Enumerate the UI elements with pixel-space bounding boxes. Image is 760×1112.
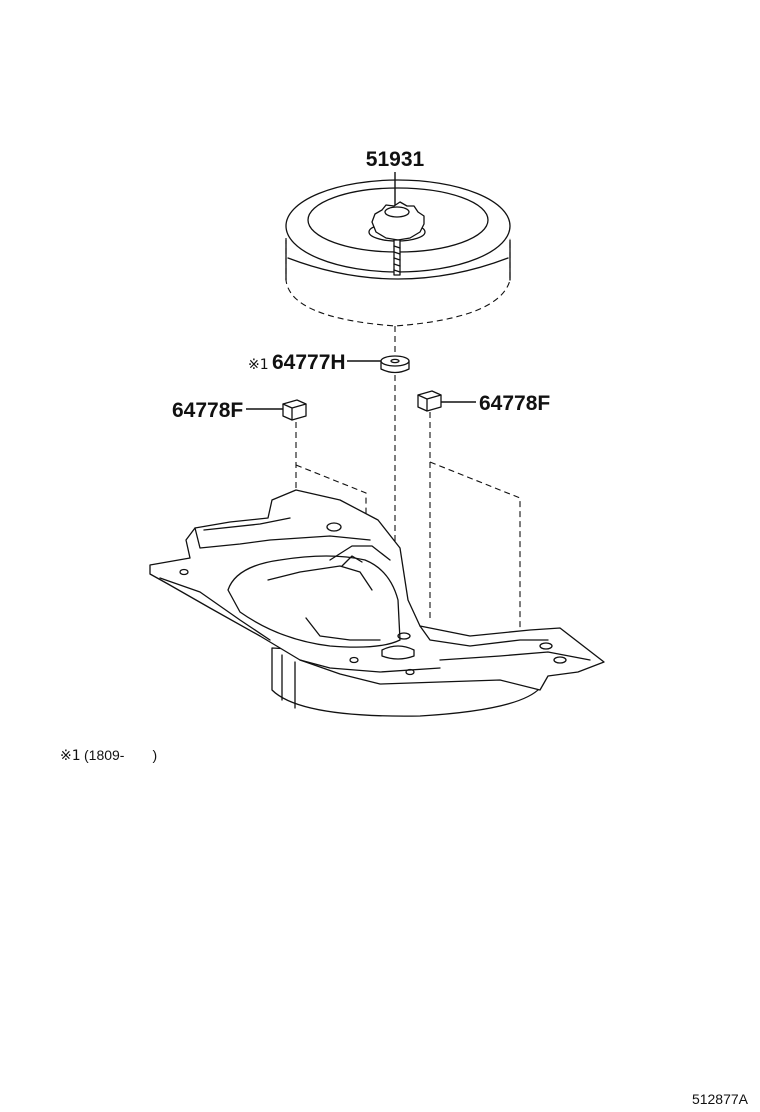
part-number-51931: 51931 [366,148,425,171]
spare-tire-drawing [285,179,511,327]
part-number-64777h: 64777H [272,351,346,374]
center-spacer-drawing [380,355,410,374]
part-number-64778f-left: 64778F [172,399,243,422]
spacer-right-drawing [417,390,442,412]
footnote-text: (1809- ) [84,747,157,763]
footnote-mark: ※1 [60,748,81,764]
illustration-id: 512877A [692,1091,749,1107]
spacer-left-drawing [282,399,307,421]
floor-pan-drawing [149,489,605,717]
note-mark-64777h: ※1 [248,357,269,373]
part-number-64778f-right: 64778F [479,392,550,415]
